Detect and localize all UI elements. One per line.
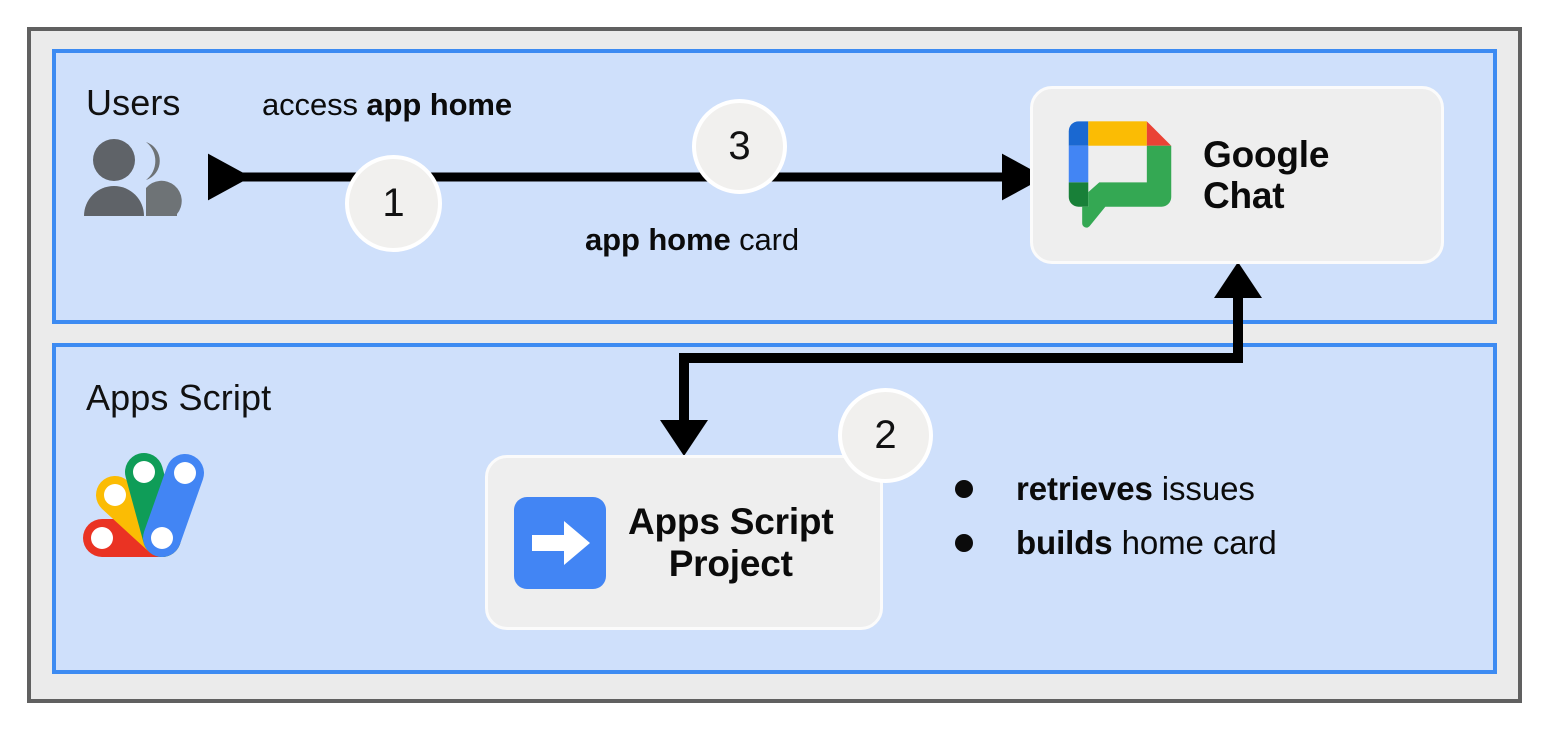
zone-apps-script-label: Apps Script xyxy=(86,377,272,418)
zone-users-label: Users xyxy=(86,82,181,123)
project-label-line1: Apps Script xyxy=(628,501,834,543)
node-google-chat-label: Google Chat xyxy=(1203,134,1329,217)
users-icon xyxy=(80,138,182,218)
step-badge-1: 1 xyxy=(345,155,442,252)
blue-arrow-icon xyxy=(514,496,606,589)
bullet-dot-icon xyxy=(955,534,973,552)
step-badge-2: 2 xyxy=(838,388,933,483)
project-label-line2: Project xyxy=(668,542,793,584)
action-rest-builds: home card xyxy=(1112,524,1277,561)
bullet-dot-icon xyxy=(955,480,973,498)
action-text-builds: builds home card xyxy=(1016,524,1277,562)
action-bold-retrieves: retrieves xyxy=(1016,470,1153,507)
edge-label-access-app-home: access app home xyxy=(262,87,512,123)
edge-label-access-bold: app home xyxy=(366,87,513,122)
apps-script-logo-icon xyxy=(82,447,206,559)
node-apps-script-project-label: Apps Script Project xyxy=(628,501,834,584)
list-item: builds home card xyxy=(955,524,1277,562)
edge-label-card-bold: app home xyxy=(585,222,731,257)
action-bold-builds: builds xyxy=(1016,524,1113,561)
google-chat-label-line1: Google xyxy=(1203,133,1330,175)
step-badge-3: 3 xyxy=(692,99,787,194)
google-chat-icon xyxy=(1059,114,1181,236)
edge-label-app-home-card: app home card xyxy=(585,222,799,258)
edge-label-card-suffix: card xyxy=(730,222,800,257)
edge-label-access-prefix: access xyxy=(262,87,367,122)
list-item: retrieves issues xyxy=(955,470,1277,508)
action-text-retrieves: retrieves issues xyxy=(1016,470,1255,508)
action-rest-retrieves: issues xyxy=(1152,470,1255,507)
google-chat-label-line2: Chat xyxy=(1203,175,1285,216)
node-apps-script-project[interactable]: Apps Script Project xyxy=(485,455,883,630)
node-google-chat[interactable]: Google Chat xyxy=(1030,86,1444,264)
apps-script-actions-list: retrieves issues builds home card xyxy=(955,470,1277,562)
